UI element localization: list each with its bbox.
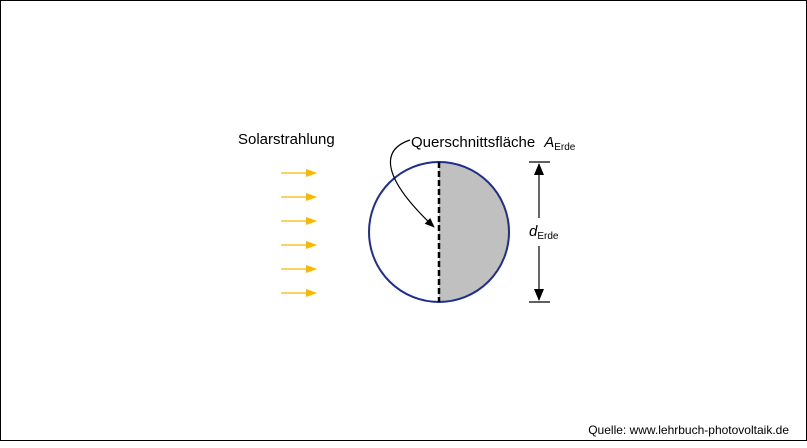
solar-radiation-label: Solarstrahlung — [238, 131, 335, 148]
area-symbol: A — [543, 134, 554, 151]
cross-section-label-text: Querschnittsfläche — [411, 134, 535, 151]
shaded-half — [439, 162, 509, 302]
solar-radiation-arrows — [281, 169, 317, 297]
diameter-symbol: d — [529, 223, 538, 240]
diameter-dimension — [529, 161, 550, 303]
earth-circle — [368, 161, 510, 303]
radiation-arrow — [281, 193, 317, 201]
diameter-subscript: Erde — [537, 231, 559, 242]
diameter-label: dErde — [529, 223, 559, 242]
radiation-arrow — [281, 289, 317, 297]
radiation-arrow — [281, 169, 317, 177]
source-credit: Quelle: www.lehrbuch-photovoltaik.de — [588, 423, 789, 437]
pointer-arrow — [389, 139, 435, 228]
area-subscript: Erde — [554, 142, 576, 153]
cross-section-label: Querschnittsfläche AErde — [411, 134, 576, 153]
radiation-arrow — [281, 217, 317, 225]
radiation-arrow — [281, 265, 317, 273]
radiation-arrow — [281, 241, 317, 249]
